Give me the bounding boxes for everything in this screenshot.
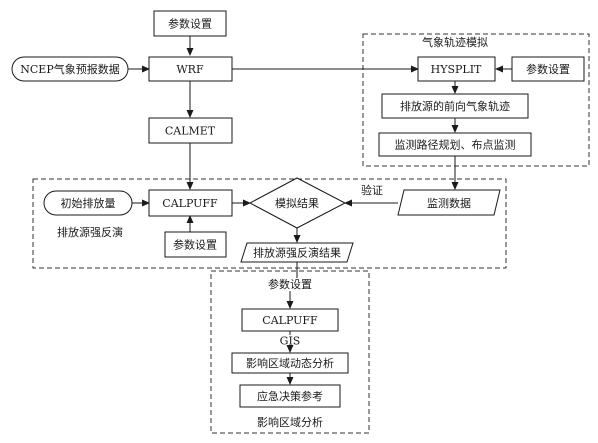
ncep-label: NCEP气象预报数据 — [20, 62, 119, 76]
dynamic-analysis-box — [231, 352, 349, 374]
param-settings-mid-box — [164, 231, 227, 258]
gis-label: GIS — [280, 335, 301, 348]
wrf-label: WRF — [176, 63, 204, 76]
initial-emission-box — [43, 190, 133, 216]
dynamic-analysis-label: 影响区域动态分析 — [246, 356, 334, 370]
param-settings-bottom-label: 参数设置 — [268, 277, 312, 291]
monitor-plan-label: 监测路径规划、布点监测 — [395, 138, 516, 152]
emission-result-box — [240, 242, 354, 263]
param-settings-top-box — [153, 10, 227, 37]
group-label-trajectory: 气象轨迹模拟 — [422, 35, 488, 49]
initial-emission-label: 初始排放量 — [61, 196, 116, 210]
hysplit-label: HYSPLIT — [431, 63, 482, 76]
emergency-decision-label: 应急决策参考 — [257, 389, 323, 403]
calmet-box — [148, 117, 233, 144]
emission-result-label: 排放源强反演结果 — [253, 246, 341, 260]
calpuff-bottom-box — [241, 308, 339, 332]
calpuff-box — [148, 189, 233, 217]
forward-trajectory-box — [381, 93, 529, 119]
param-settings-top-label: 参数设置 — [168, 17, 212, 31]
param-settings-right-label: 参数设置 — [526, 62, 570, 76]
monitor-data-box — [397, 189, 501, 216]
forward-trajectory-label: 排放源的前向气象轨迹 — [400, 99, 510, 113]
monitor-data-label: 监测数据 — [427, 196, 471, 210]
sim-result-diamond — [248, 177, 347, 229]
sim-result-label: 模拟结果 — [275, 196, 319, 210]
emergency-decision-box — [239, 384, 341, 408]
wrf-box — [148, 56, 233, 82]
ncep-box — [11, 56, 129, 82]
calmet-label: CALMET — [165, 125, 216, 138]
group-label-emission-inversion: 排放源强反演 — [57, 225, 123, 239]
param-settings-mid-label: 参数设置 — [173, 238, 217, 252]
calpuff-bottom-label: CALPUFF — [262, 314, 318, 327]
hysplit-box — [417, 56, 496, 82]
param-settings-right-box — [511, 56, 585, 82]
verify-label: 验证 — [361, 183, 383, 197]
group-trajectory-simulation — [362, 33, 590, 167]
group-label-impact-analysis: 影响区域分析 — [257, 415, 323, 429]
group-emission-inversion — [32, 178, 507, 269]
calpuff-label: CALPUFF — [162, 197, 218, 210]
monitor-plan-box — [378, 132, 532, 157]
